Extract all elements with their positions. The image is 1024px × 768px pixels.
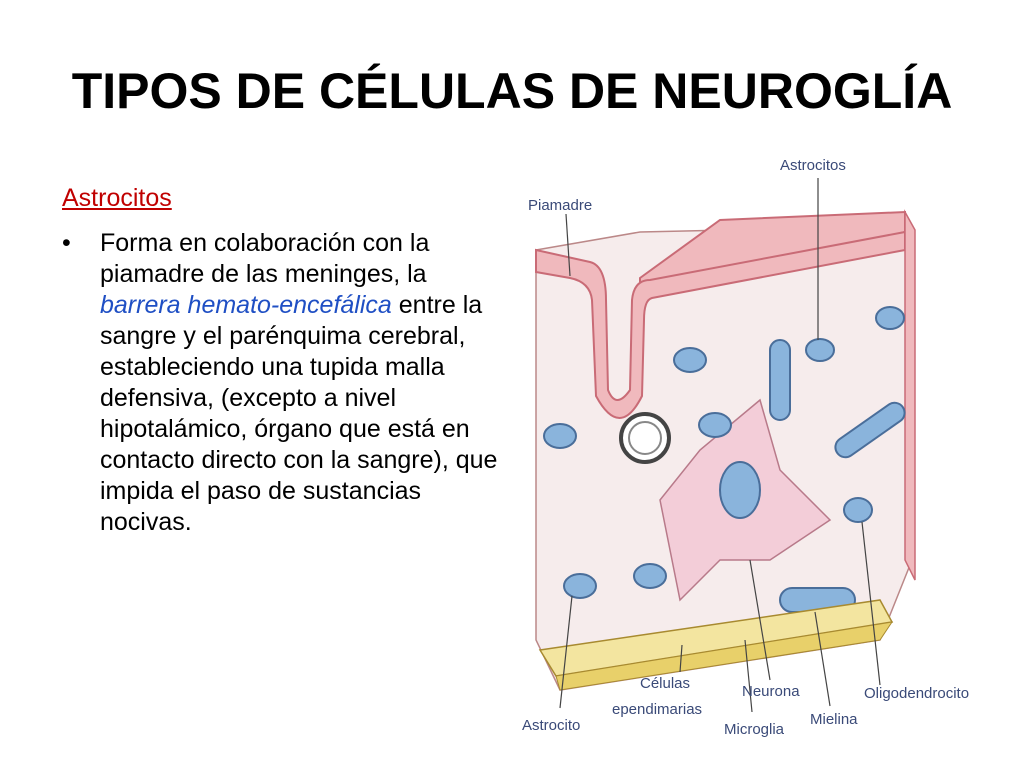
bullet-list: • Forma en colaboración con la piamadre d… <box>62 228 512 538</box>
blood-vessel-lumen <box>628 421 662 455</box>
pia-mater-side <box>904 209 916 581</box>
oligodendrocyte-cell <box>843 497 873 523</box>
neuron-nucleus <box>719 461 761 519</box>
section-heading: Astrocitos <box>62 184 172 212</box>
slide-title: TIPOS DE CÉLULAS DE NEUROGLÍA <box>71 63 953 119</box>
label-neurona: Neurona <box>742 683 800 700</box>
label-piamadre: Piamadre <box>528 197 592 214</box>
label-celulas: Células <box>640 675 690 692</box>
bullet-text-end: entre la sangre y el parénquima cerebral… <box>100 291 498 536</box>
leader-lines <box>559 178 881 713</box>
label-microglia: Microglia <box>724 721 785 738</box>
astrocyte-cell <box>563 573 597 599</box>
astrocyte-cell <box>543 423 577 449</box>
neuroglia-illustration: Astrocitos Piamadre Células ependimarias… <box>522 157 969 738</box>
label-astrocitos: Astrocitos <box>780 157 846 174</box>
myelin-sheath <box>834 401 906 459</box>
bullet-text-start: Forma en colaboración con la piamadre de… <box>100 229 430 288</box>
myelin-sheath <box>769 339 791 421</box>
label-ependimarias: ependimarias <box>612 701 702 718</box>
label-mielina: Mielina <box>810 711 858 728</box>
astrocyte-cell <box>633 563 667 589</box>
pia-mater-fold <box>535 230 906 419</box>
astrocyte-cell <box>875 306 905 330</box>
bullet-highlight: barrera hemato-encefálica <box>100 291 392 319</box>
bullet-item: • Forma en colaboración con la piamadre d… <box>62 228 512 538</box>
astrocyte-cell <box>698 412 732 438</box>
astrocyte-cell <box>805 338 835 362</box>
ependymal-base <box>555 621 894 691</box>
astrocyte-cell <box>673 347 707 373</box>
label-astrocito: Astrocito <box>522 717 580 734</box>
bullet-marker: • <box>62 229 71 257</box>
label-oligodendrocito: Oligodendrocito <box>864 685 969 702</box>
astrocyte-group <box>543 306 905 599</box>
